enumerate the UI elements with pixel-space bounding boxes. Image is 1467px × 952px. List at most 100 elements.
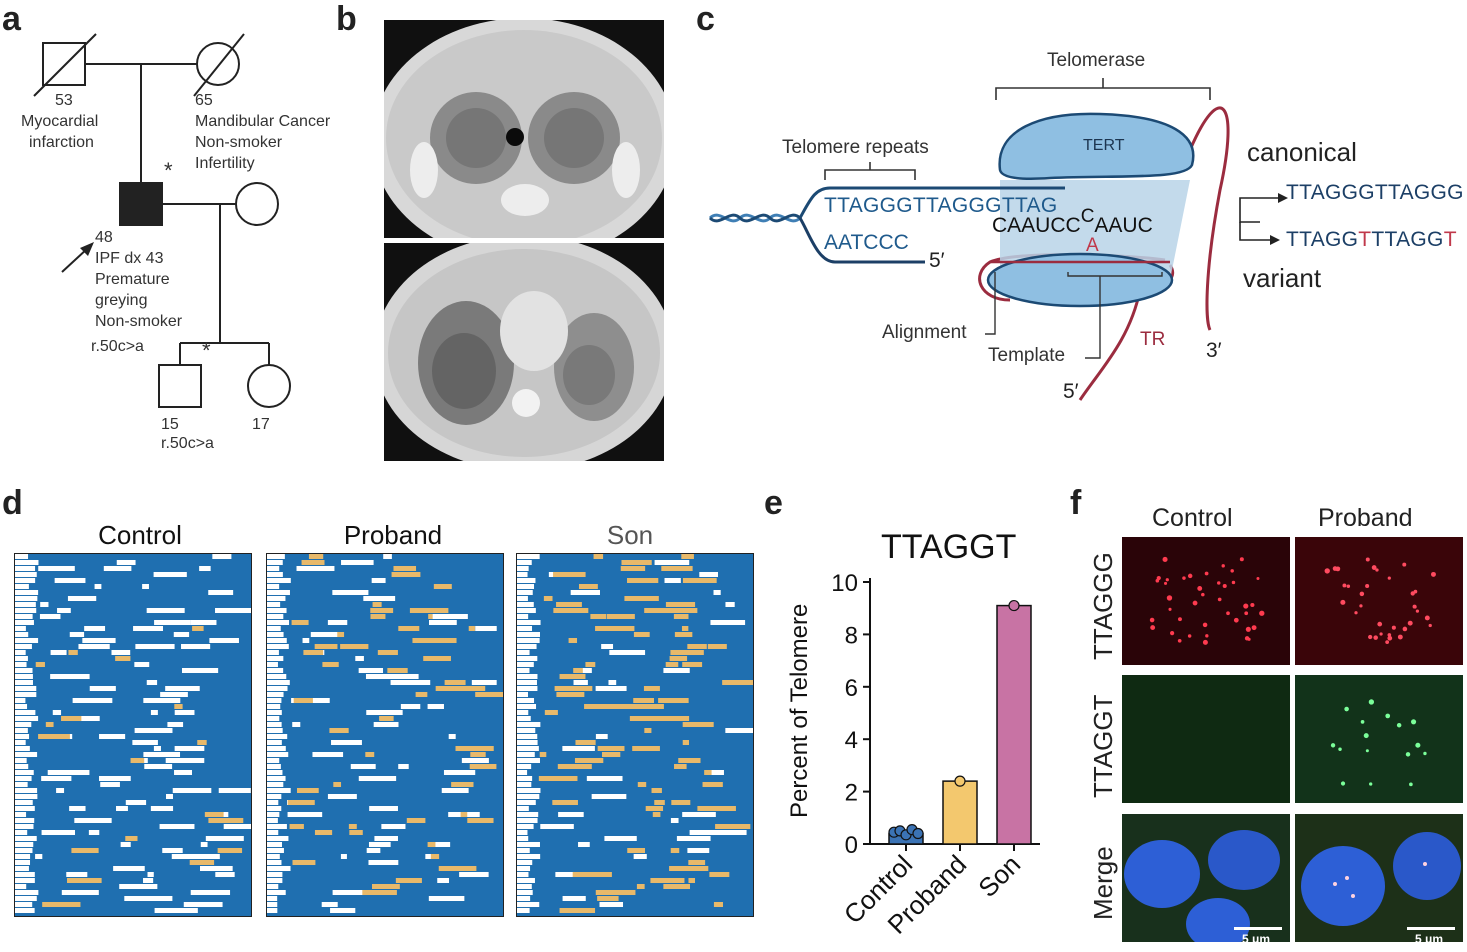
alignment-segment — [267, 896, 278, 901]
alignment-segment — [517, 836, 529, 841]
alignment-segment — [267, 764, 281, 769]
alignment-segment — [632, 746, 660, 751]
panel-label-f: f — [1070, 484, 1082, 522]
y-tick-label: 2 — [845, 780, 858, 807]
alignment-segment — [267, 554, 285, 559]
alignment-segment — [174, 746, 205, 751]
fluorescent-spot — [1368, 634, 1373, 640]
alignment-segment — [707, 644, 727, 649]
alignment-segment — [643, 686, 660, 691]
alignment-segment — [143, 698, 181, 703]
canonical-arrow-icon — [1278, 193, 1288, 203]
fluorescent-spot — [1340, 781, 1346, 786]
alignment-segment — [200, 842, 208, 847]
alignment-segment — [611, 704, 645, 709]
alignment-segment — [100, 782, 120, 787]
fluorescent-spot — [1342, 583, 1347, 588]
fluorescent-spot — [1162, 556, 1168, 562]
alignment-segment — [654, 560, 690, 565]
five-prime-label: 5′ — [1063, 380, 1079, 403]
mother-condition-1: Mandibular Cancer — [195, 113, 331, 130]
variant-seq-d: T — [1443, 228, 1457, 251]
y-tick-label: 4 — [845, 727, 858, 754]
alignment-segment — [595, 626, 635, 631]
alignment-segment — [688, 878, 696, 883]
alignment-label: Alignment — [882, 322, 967, 343]
alignment-segment — [15, 908, 35, 913]
alignment-segment — [50, 674, 85, 679]
alignment-segment — [292, 722, 301, 727]
alignment-segment — [88, 830, 100, 835]
alignment-segment — [199, 566, 211, 571]
alignment-segment — [593, 554, 604, 559]
alignment-segment — [354, 644, 369, 649]
alignment-segment — [267, 770, 283, 775]
alignment-segment — [150, 806, 174, 811]
alignment-segment — [671, 800, 691, 805]
tert-domain — [998, 112, 1195, 180]
alignment-segment — [15, 848, 33, 853]
alignment-segment — [267, 638, 287, 643]
alignment-segment — [552, 800, 578, 805]
alignment-segment — [658, 698, 689, 703]
alignment-segment — [267, 620, 290, 625]
three-prime-label: 3′ — [1206, 339, 1222, 362]
alignment-segment — [383, 554, 392, 559]
alignment-segment — [517, 800, 536, 805]
alignment-segment — [604, 836, 637, 841]
alignment-segment — [15, 776, 32, 781]
alignment-segment — [314, 644, 338, 649]
alignment-segment — [267, 572, 283, 577]
alignment-segment — [223, 824, 251, 829]
mother-condition-2: Non-smoker — [195, 134, 283, 151]
pedigree-chart — [33, 33, 291, 408]
alignment-segment — [595, 734, 608, 739]
fluorescent-spot — [1233, 617, 1239, 623]
alignment-segment — [467, 818, 494, 823]
alignment-segment — [267, 584, 280, 589]
alignment-segment — [621, 560, 648, 565]
fluorescent-spot — [1359, 591, 1365, 597]
alignment-segment — [57, 770, 90, 775]
alignment-segment — [710, 620, 746, 625]
alignment-segment — [267, 650, 279, 655]
alignment-segment — [41, 776, 72, 781]
alignment-segment — [133, 626, 164, 631]
alignment-segment — [517, 674, 538, 679]
alignment-segment — [543, 596, 553, 601]
variant-arrow-icon — [1270, 235, 1280, 245]
alignment-segment — [15, 794, 38, 799]
alignment-segment — [557, 764, 592, 769]
alignment-segment — [41, 830, 76, 835]
fluorescent-spot — [1217, 581, 1221, 585]
alignment-segment — [15, 710, 36, 715]
alignment-segment — [460, 812, 468, 817]
alignment-segment — [517, 818, 538, 823]
alignment-segment — [301, 560, 325, 565]
son-variant: r.50c>a — [161, 435, 214, 452]
fluorescent-spot — [1363, 733, 1369, 739]
alignment-segment — [540, 824, 574, 829]
fluorescent-spot — [1217, 597, 1222, 602]
proband-symbol — [119, 182, 163, 226]
alignment-segment — [591, 794, 627, 799]
alignment-segment — [267, 794, 282, 799]
alignment-segment — [215, 608, 251, 613]
template-c: C — [1080, 206, 1095, 227]
alignment-segment — [197, 740, 207, 745]
alignment-segment — [267, 614, 284, 619]
alignment-segment — [670, 818, 679, 823]
alignment-segment — [681, 626, 689, 631]
alignment-segment — [15, 680, 33, 685]
alignment-segment — [308, 554, 324, 559]
alignment-segment — [374, 836, 398, 841]
alignment-segment — [74, 818, 112, 823]
alignment-segment — [517, 614, 529, 619]
alignment-segment — [595, 686, 627, 691]
proband-note-2: Premature — [95, 271, 170, 288]
alignment-segment — [15, 632, 29, 637]
alignment-segment — [267, 830, 279, 835]
alignment-segment — [370, 608, 394, 613]
alignment-segment — [267, 902, 278, 907]
alignment-segment — [697, 806, 736, 811]
